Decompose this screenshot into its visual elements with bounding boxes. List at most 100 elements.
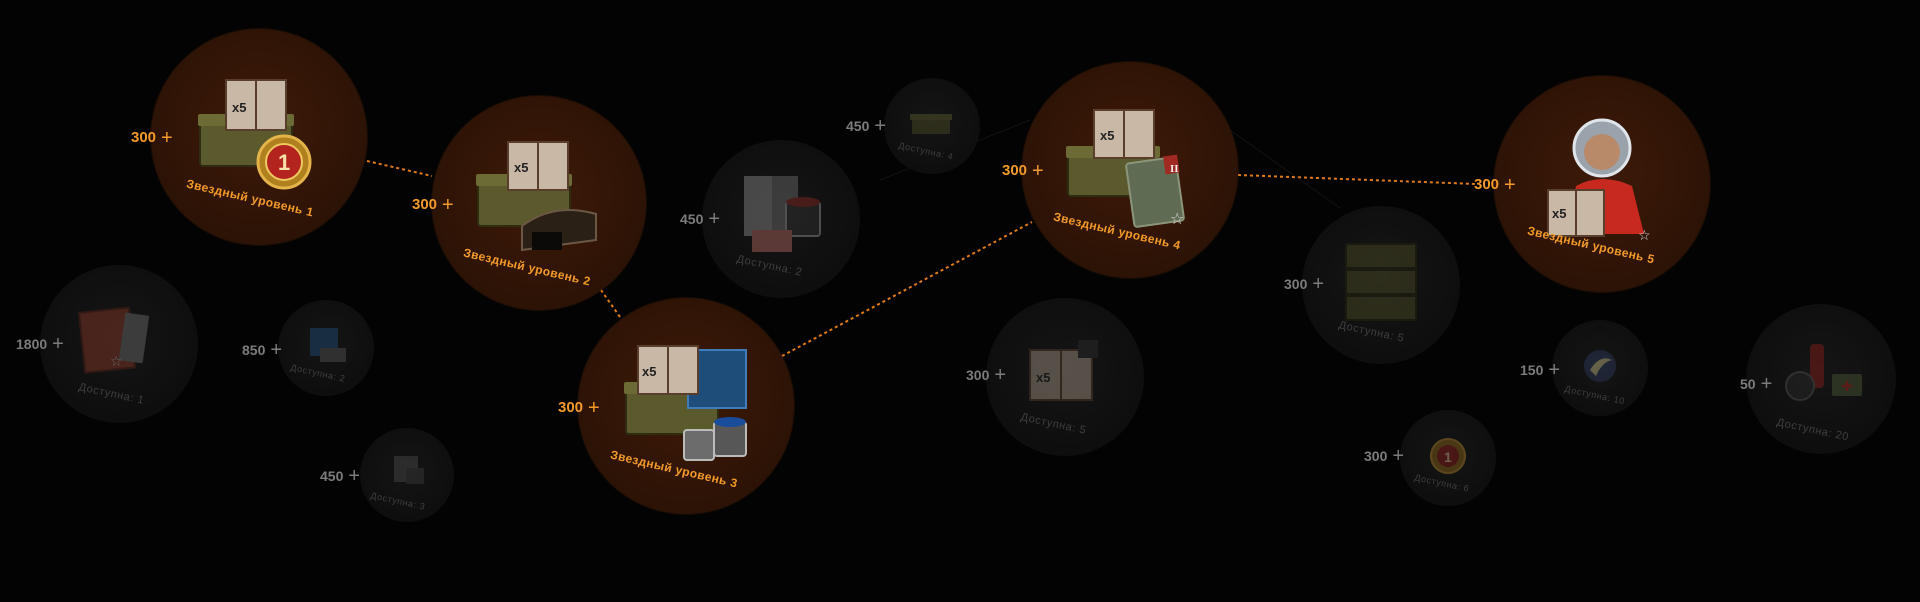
plus-icon: + [874, 115, 887, 137]
node-disc [1302, 206, 1460, 364]
link-level-1-to-2 [366, 160, 433, 177]
x5-badge: x5 [1036, 370, 1050, 385]
x5-badge: x5 [642, 364, 656, 379]
link-level-2-to-3 [600, 289, 621, 318]
reward-art-books-crate-garage: x5 [476, 141, 597, 252]
svg-text:✚: ✚ [1841, 379, 1853, 395]
cost-label: 850+ [242, 339, 283, 361]
reward-art-moon-emblem [1584, 350, 1616, 382]
moon-icon [1584, 350, 1616, 382]
cost-value: 450 [846, 118, 870, 134]
node-disc [702, 140, 860, 298]
plus-icon: + [52, 333, 64, 355]
cost-value: 300 [412, 196, 438, 213]
plus-icon: + [708, 208, 721, 230]
reward-art-books-crate-rank: x5 1 [198, 79, 312, 190]
cost-value: 300 [1364, 448, 1388, 464]
plus-icon: + [1548, 359, 1561, 381]
cost-value: 300 [131, 129, 157, 146]
node-disc [1552, 320, 1648, 416]
cost-label: 300+ [1002, 161, 1044, 181]
cost-value: 300 [966, 367, 990, 383]
plus-icon: + [348, 465, 361, 487]
paint-bucket-icon [683, 429, 715, 461]
faint-line [1229, 129, 1341, 209]
cost-label: 50+ [1740, 373, 1773, 395]
cost-value: 300 [1284, 276, 1308, 292]
node-disc [884, 78, 980, 174]
rank-number: 1 [278, 150, 290, 175]
reward-art-crate-stack [1345, 243, 1417, 321]
node-disc [1746, 304, 1896, 454]
reward-art-rank-medal: 1 [1430, 438, 1466, 474]
reward-art-item [394, 456, 424, 484]
cost-value: 150 [1520, 362, 1544, 378]
cost-label: 300+ [1284, 273, 1325, 295]
reward-art-consumables: ✚ [1785, 344, 1862, 401]
cost-label: 300+ [1364, 445, 1405, 467]
wheel-icon [1785, 371, 1815, 401]
x5-badge: x5 [1100, 128, 1114, 143]
star-icon: ☆ [1638, 228, 1651, 244]
cost-label: 450+ [846, 115, 887, 137]
cost-label: 300+ [558, 396, 600, 419]
plus-icon: + [1392, 445, 1405, 467]
book-icon [78, 306, 137, 374]
plus-icon: + [442, 193, 454, 216]
cost-value: 450 [680, 211, 704, 227]
cost-value: 450 [320, 468, 344, 484]
style-sheet-icon [744, 176, 798, 236]
reward-art-book: ☆ [78, 306, 150, 374]
camo-pattern-icon [310, 328, 338, 356]
node-disc [40, 265, 198, 423]
reward-art-books: x5 [1029, 340, 1098, 401]
plus-icon: + [1312, 273, 1325, 295]
rank-number: II [1170, 163, 1179, 175]
cost-value: 300 [1474, 176, 1500, 193]
plus-icon: + [588, 396, 600, 419]
x5-badge: x5 [1552, 206, 1566, 221]
cost-label: 300+ [412, 193, 454, 216]
cost-label: 300+ [131, 126, 173, 149]
rank-card-icon [1125, 156, 1185, 228]
medkit-icon [1832, 374, 1862, 396]
cost-label: 300+ [1474, 173, 1516, 196]
book-icon [1029, 349, 1093, 401]
reward-art-books-crate-camo: x5 [624, 345, 747, 461]
node-disc [278, 300, 374, 396]
node-disc [1400, 410, 1496, 506]
crate-icon [1345, 295, 1417, 321]
cost-value: 300 [558, 399, 584, 416]
fire-extinguisher-icon [1810, 344, 1824, 388]
reward-art-paint-style [744, 176, 821, 252]
rank-medal-icon [1430, 438, 1466, 474]
plus-icon: + [1760, 373, 1773, 395]
plus-icon: + [1504, 173, 1516, 196]
link-level-4-to-5 [1237, 174, 1477, 185]
cost-label: 450+ [680, 208, 721, 230]
cost-value: 50 [1740, 376, 1756, 392]
cost-label: 150+ [1520, 359, 1561, 381]
crate-icon [1345, 269, 1417, 295]
paint-bucket-icon [713, 421, 747, 457]
x5-badge: x5 [514, 160, 528, 175]
commander-face [1584, 134, 1620, 170]
cost-value: 1800 [16, 336, 48, 352]
plus-icon: + [994, 364, 1007, 386]
paint-bucket-icon [785, 201, 821, 237]
cost-value: 850 [242, 342, 266, 358]
cost-label: 1800+ [16, 333, 64, 355]
reward-art-commander-books: x5 ☆ [1547, 118, 1651, 244]
plus-icon: + [161, 126, 173, 149]
reward-art-camo-crate [310, 328, 346, 362]
x5-badge: x5 [232, 100, 246, 115]
cost-label: 300+ [966, 364, 1007, 386]
reward-art-books-crate-rank-two: x5 II ☆ [1066, 109, 1185, 228]
crate-icon [1345, 243, 1417, 269]
rank-number: 1 [1444, 449, 1452, 465]
cost-value: 300 [1002, 162, 1028, 179]
star-icon: ☆ [1170, 209, 1184, 228]
reward-art-small-crate [910, 114, 952, 134]
plus-icon: + [270, 339, 283, 361]
